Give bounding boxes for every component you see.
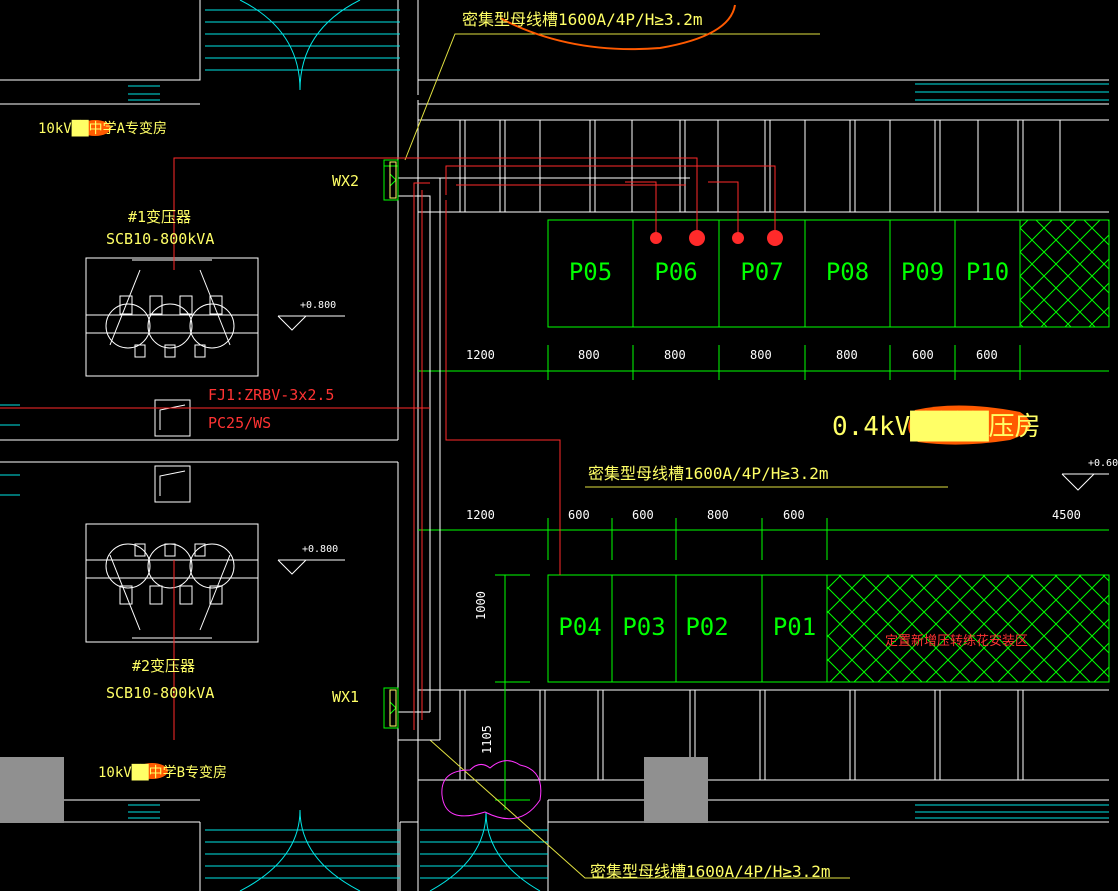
panel-label: P05 (568, 258, 613, 286)
panel-label: P06 (654, 258, 698, 286)
dimension-label: 600 (632, 508, 654, 522)
redaction-marks (79, 4, 1031, 779)
elevation-t2: +0.800 (302, 544, 339, 555)
dimension-label: 800 (707, 508, 729, 522)
busway-label-top: 密集型母线槽1600A/4P/H≥3.2m (462, 10, 703, 29)
transformer-1-symbol (85, 257, 259, 377)
dimension-lines (418, 345, 1109, 810)
busway-label-bottom: 密集型母线槽1600A/4P/H≥3.2m (590, 862, 831, 881)
leader-lines (404, 33, 948, 879)
dimension-label: 600 (783, 508, 805, 522)
wx2-label: WX2 (332, 172, 360, 190)
wx-boxes (383, 159, 399, 729)
busway-label-middle: 密集型母线槽1600A/4P/H≥3.2m (588, 464, 829, 483)
cable-spec-line1: FJ1:ZRBV-3x2.5 (208, 386, 335, 404)
low-voltage-room-label: 0.4kV█████压房 (832, 412, 1041, 442)
dimension-label: 600 (976, 348, 998, 362)
transformer-2-symbol (85, 523, 259, 643)
dimension-label: 600 (912, 348, 934, 362)
stair-hatches (0, 9, 1109, 879)
dimension-label: 800 (664, 348, 686, 362)
hatch-area-bottom (827, 575, 1109, 682)
dimension-label: 1200 (466, 508, 495, 522)
revision-cloud (441, 760, 542, 820)
gray-block-left (0, 757, 64, 823)
bottom-corridor-grid (459, 690, 1024, 780)
room-a-label: 10kV██中学A专变房 (38, 121, 168, 137)
panel-label: P08 (825, 258, 870, 286)
dimension-label: 800 (836, 348, 858, 362)
gray-block-right (644, 757, 708, 823)
dimension-label: 800 (578, 348, 600, 362)
dimension-label: 800 (750, 348, 772, 362)
panel-label: P02 (685, 613, 729, 641)
cable-tray (398, 177, 690, 741)
reserved-area-label: 定置新增压转练花安装区 (885, 634, 1029, 649)
panel-label: P03 (622, 613, 666, 641)
dimension-label: 4500 (1052, 508, 1081, 522)
panel-label: P09 (900, 258, 945, 286)
dimension-label-vertical: 1000 (474, 591, 488, 620)
room-b-label: 10kV██中学B专变房 (98, 765, 228, 781)
elevation-t1: +0.800 (300, 300, 337, 311)
transformer-1-name: #1变压器 (128, 208, 192, 226)
panel-label: P07 (740, 258, 784, 286)
elevation-lv-room: +0.60 (1088, 458, 1118, 469)
dimension-label: 600 (568, 508, 590, 522)
cable-terminal-dots (650, 230, 783, 246)
cable-spec-line2: PC25/WS (208, 414, 272, 432)
transformer-2-model: SCB10-800kVA (106, 684, 215, 702)
transformer-2-name: #2变压器 (132, 657, 196, 675)
dimension-label-vertical: 1105 (480, 725, 494, 754)
wx1-label: WX1 (332, 688, 360, 706)
vent-boxes (154, 399, 191, 503)
hatch-area-top (1020, 220, 1109, 327)
transformer-1-model: SCB10-800kVA (106, 230, 215, 248)
panel-label: P10 (965, 258, 1010, 286)
red-cable-routes (0, 157, 776, 740)
door-arcs (239, 0, 541, 891)
dimension-label: 1200 (466, 348, 495, 362)
panel-label: P04 (558, 613, 602, 641)
panel-label: P01 (772, 613, 817, 641)
elevation-markers (277, 315, 1109, 575)
